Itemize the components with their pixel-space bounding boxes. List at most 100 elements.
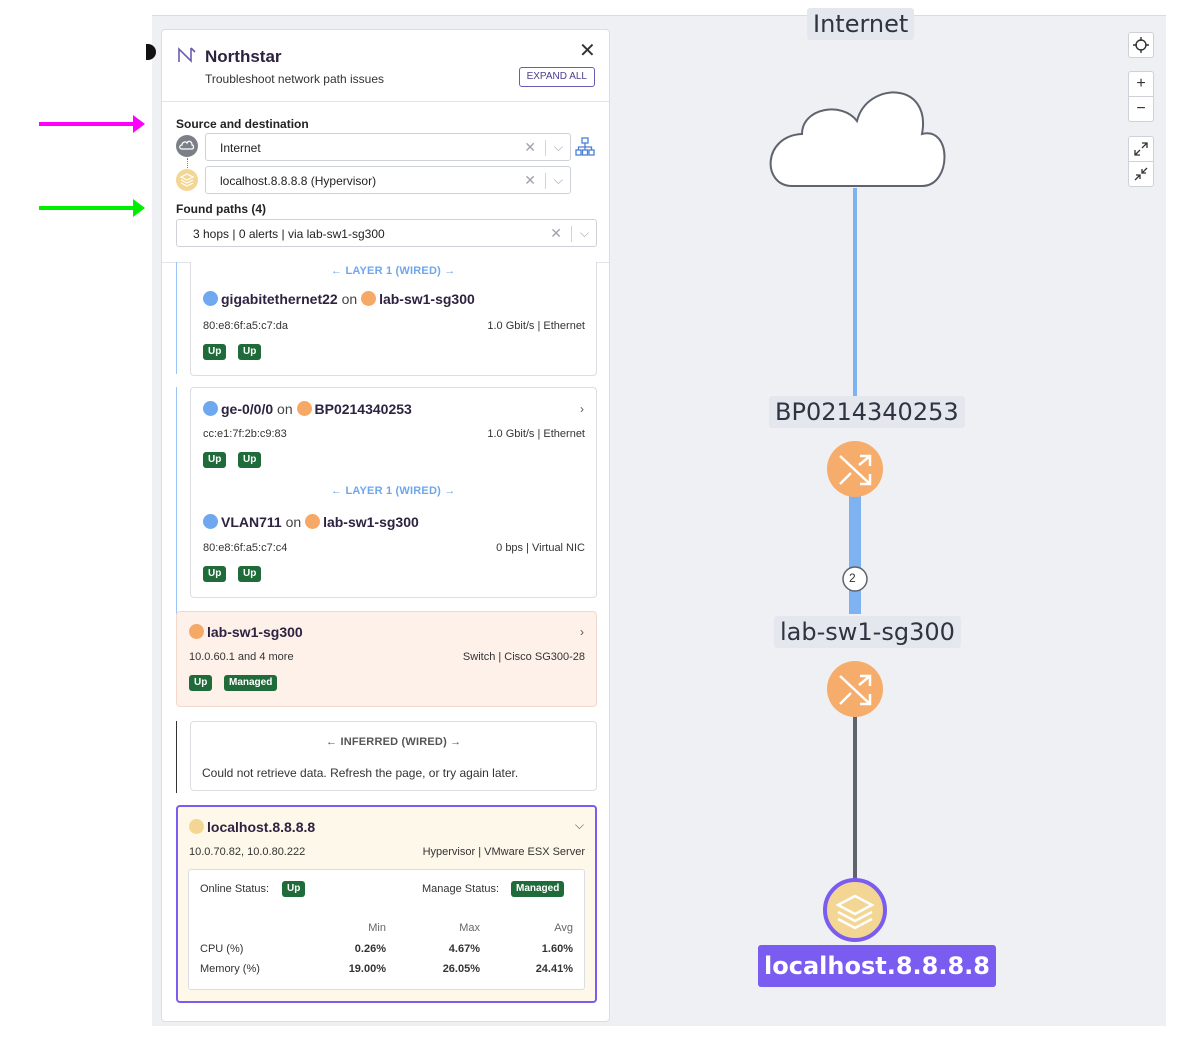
device-name[interactable]: lab-sw1-sg300	[323, 514, 419, 530]
chevron-right-icon[interactable]: ›	[580, 402, 584, 416]
zoom-out-button[interactable]: −	[1128, 96, 1154, 122]
switch-icon	[296, 401, 312, 416]
device-ips: 10.0.60.1 and 4 more	[189, 651, 294, 663]
panel-header: Northstar Troubleshoot network path issu…	[162, 30, 609, 102]
col-avg: Avg	[554, 922, 573, 934]
interface-card[interactable]: ge-0/0/0 on BP0214340253 › cc:e1:7f:2b:c…	[190, 387, 597, 598]
chevron-down-icon[interactable]: ⌵	[579, 226, 589, 240]
layer-label: ← LAYER 1 (WIRED) →	[331, 485, 456, 497]
hypervisor-node-icon	[176, 169, 198, 191]
manage-status-badge: Managed	[511, 881, 565, 897]
status-badge: Up	[189, 675, 213, 691]
interface-row: gigabitethernet22 on lab-sw1-sg300	[203, 291, 475, 307]
interface-row: VLAN711 on lab-sw1-sg300	[203, 514, 419, 530]
interface-name[interactable]: VLAN711	[221, 514, 282, 530]
zoom-in-button[interactable]: +	[1128, 71, 1154, 97]
chevron-right-icon[interactable]: ›	[580, 625, 584, 639]
device-card-switch[interactable]: lab-sw1-sg300 › 10.0.60.1 and 4 more Swi…	[176, 611, 597, 707]
inferred-label: ← INFERRED (WIRED) →	[326, 736, 462, 748]
switch-icon	[361, 291, 377, 306]
device-type: Switch | Cisco SG300-28	[462, 651, 585, 663]
switch-shuffle-icon-2	[839, 674, 872, 706]
cpu-max: 4.67%	[448, 943, 480, 955]
col-min: Min	[368, 922, 386, 934]
source-select[interactable]: Internet ✕ ⌵	[205, 133, 571, 161]
clear-icon[interactable]: ✕	[550, 225, 562, 241]
hops-list[interactable]: ← LAYER 1 (WIRED) → gigabitethernet22 on…	[162, 262, 609, 1021]
cloud-node-icon	[176, 135, 198, 157]
switch-icon	[189, 624, 204, 639]
mac-address: 80:e8:6f:a5:c7:da	[203, 320, 289, 332]
path-select[interactable]: 3 hops | 0 alerts | via lab-sw1-sg300 ✕ …	[176, 219, 597, 247]
device-name[interactable]: localhost.8.8.8.8	[207, 819, 316, 835]
status-badge: Managed	[224, 675, 278, 691]
panel-subtitle: Troubleshoot network path issues	[205, 72, 384, 86]
hop-count-text: 2	[849, 571, 856, 585]
hypervisor-icon	[189, 819, 204, 834]
memory-avg: 24.41%	[535, 963, 573, 975]
expand-all-button[interactable]: EXPAND ALL	[518, 67, 595, 87]
link-speed: 1.0 Gbit/s | Ethernet	[487, 320, 585, 332]
destination-select[interactable]: localhost.8.8.8.8 (Hypervisor) ✕ ⌵	[205, 166, 571, 194]
interface-icon	[203, 401, 218, 416]
chevron-down-icon[interactable]: ⌵	[574, 818, 584, 832]
status-badge: Up	[203, 452, 227, 468]
map-label-bp: BP0214340253	[769, 396, 965, 428]
row-label: CPU (%)	[200, 943, 244, 955]
expand-arrows-icon	[1134, 142, 1148, 156]
collapse-arrows-icon	[1134, 167, 1148, 181]
online-status-badge: Up	[282, 881, 306, 897]
link-speed: 1.0 Gbit/s | Ethernet	[487, 428, 585, 440]
device-name[interactable]: lab-sw1-sg300	[207, 624, 303, 640]
status-badge: Up	[238, 566, 262, 582]
interface-name[interactable]: gigabitethernet22	[221, 291, 338, 307]
map-label-destination[interactable]: localhost.8.8.8.8	[758, 945, 996, 987]
device-card-destination[interactable]: localhost.8.8.8.8 ⌵ 10.0.70.82, 10.0.80.…	[176, 805, 597, 1003]
close-icon[interactable]: ✕	[579, 40, 596, 62]
topology-icon[interactable]	[575, 137, 595, 157]
crosshair-icon	[1133, 37, 1149, 53]
link-speed: 0 bps | Virtual NIC	[496, 542, 585, 554]
device-ips: 10.0.70.82, 10.0.80.222	[189, 846, 306, 858]
chevron-down-icon[interactable]: ⌵	[553, 173, 563, 187]
interface-icon	[203, 291, 218, 306]
destination-value: localhost.8.8.8.8 (Hypervisor)	[220, 174, 377, 188]
device-name[interactable]: lab-sw1-sg300	[379, 291, 475, 307]
mac-address: cc:e1:7f:2b:c9:83	[203, 428, 287, 440]
found-paths-label: Found paths (4)	[176, 202, 266, 216]
cpu-min: 0.26%	[354, 943, 386, 955]
recenter-button[interactable]	[1128, 32, 1154, 58]
layers-icon	[835, 894, 875, 930]
clear-icon[interactable]: ✕	[524, 139, 536, 155]
device-row: lab-sw1-sg300	[189, 624, 303, 640]
interface-name[interactable]: ge-0/0/0	[221, 401, 274, 417]
error-message: Could not retrieve data. Refresh the pag…	[202, 766, 519, 780]
hypervisor-node	[823, 878, 887, 942]
map-label-sw1: lab-sw1-sg300	[774, 616, 961, 648]
memory-max: 26.05%	[442, 963, 480, 975]
panel-title: Northstar	[205, 47, 282, 66]
clear-icon[interactable]: ✕	[524, 172, 536, 188]
connector-dots	[187, 158, 188, 168]
path-value: 3 hops | 0 alerts | via lab-sw1-sg300	[193, 227, 385, 241]
layer-label: ← LAYER 1 (WIRED) →	[331, 265, 456, 277]
status-badge: Up	[238, 344, 262, 360]
fit-collapse-button[interactable]	[1128, 161, 1154, 187]
source-value: Internet	[220, 141, 261, 155]
status-badge: Up	[238, 452, 262, 468]
fit-expand-button[interactable]	[1128, 136, 1154, 162]
mac-address: 80:e8:6f:a5:c7:c4	[203, 542, 288, 554]
interface-row: ge-0/0/0 on BP0214340253	[203, 401, 412, 417]
panel-handle[interactable]	[146, 44, 156, 60]
device-row: localhost.8.8.8.8	[189, 819, 315, 835]
internet-cloud-icon	[769, 91, 946, 187]
device-type: Hypervisor | VMware ESX Server	[422, 846, 585, 858]
col-max: Max	[459, 922, 480, 934]
device-name[interactable]: BP0214340253	[314, 401, 412, 417]
status-badge: Up	[203, 566, 227, 582]
chevron-down-icon[interactable]: ⌵	[553, 140, 563, 154]
hop-count-circle	[842, 566, 868, 592]
manage-status-label: Manage Status:	[422, 883, 500, 895]
annotation-arrow-magenta	[39, 115, 145, 133]
interface-card[interactable]: ← LAYER 1 (WIRED) → gigabitethernet22 on…	[190, 262, 597, 376]
